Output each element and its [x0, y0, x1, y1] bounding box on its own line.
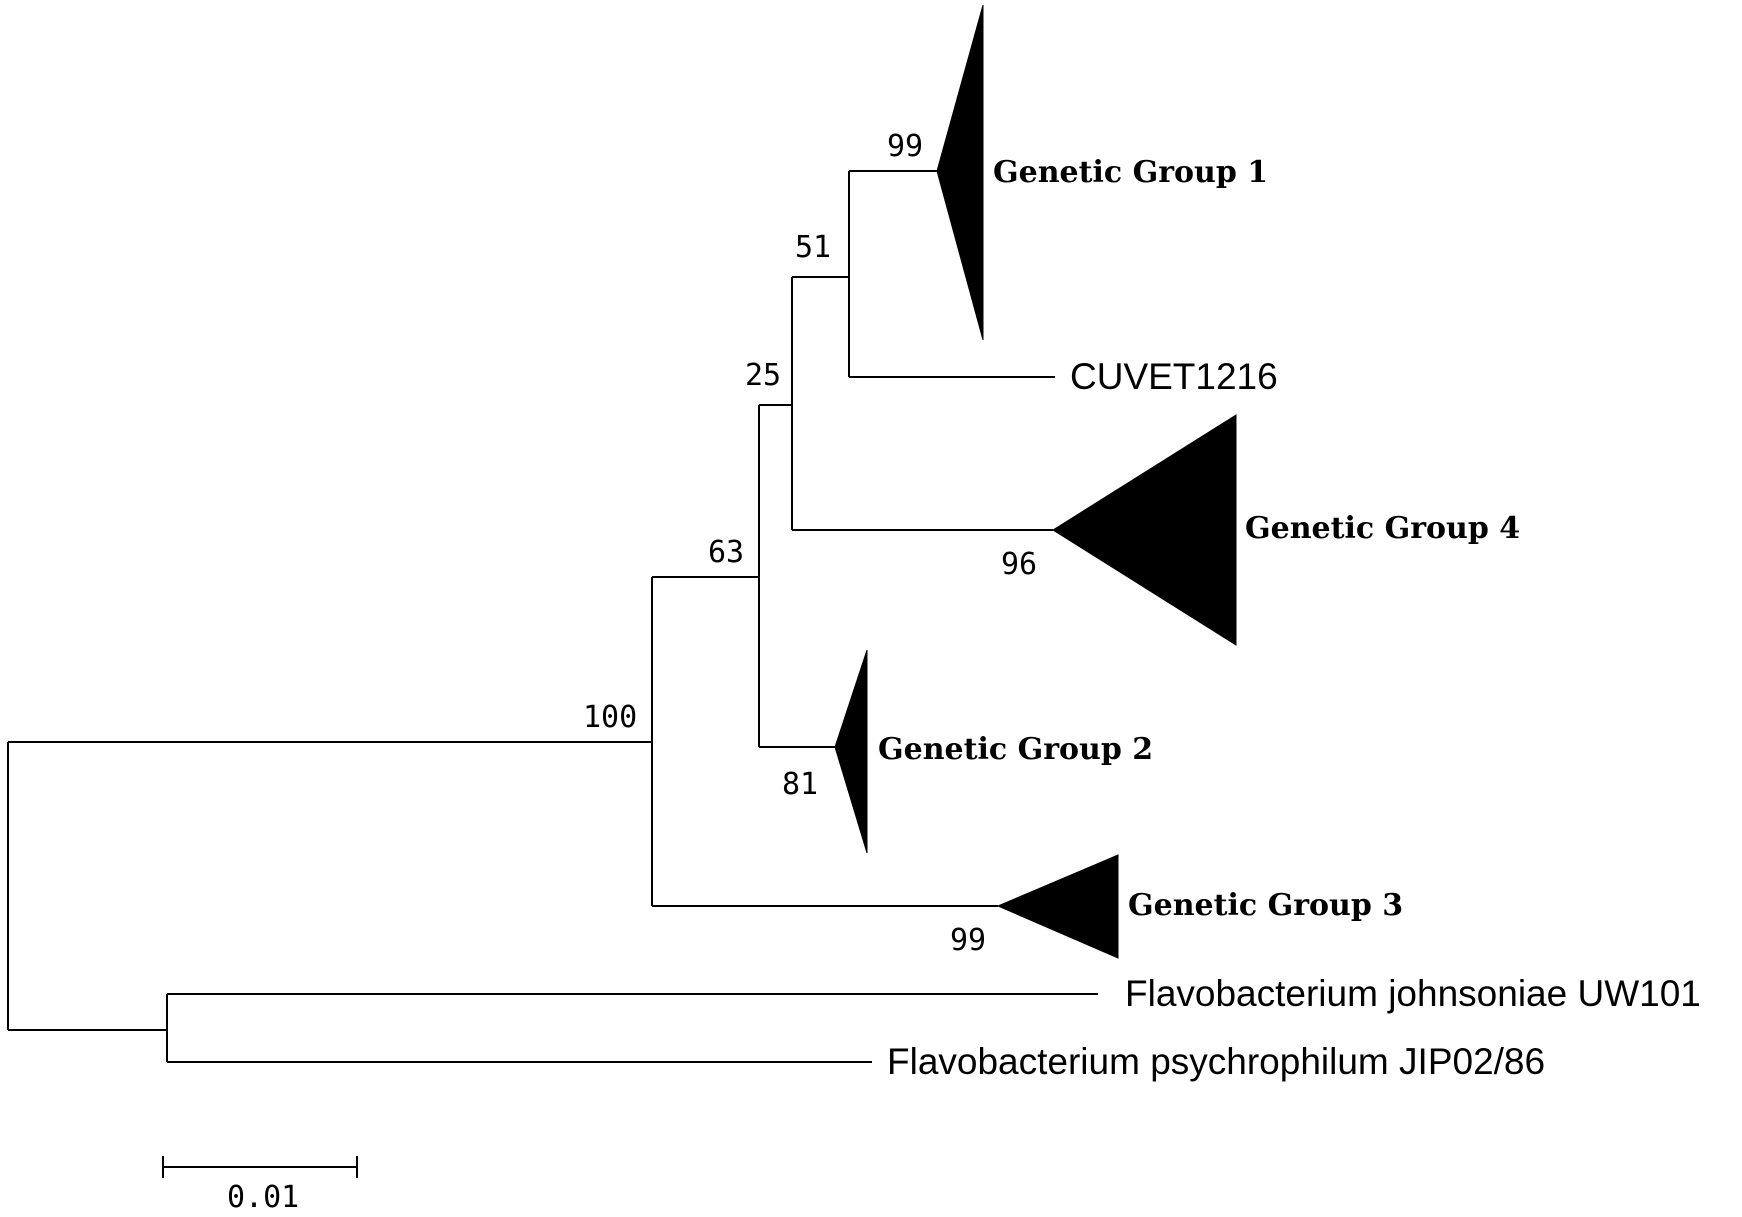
- support-group2: 81: [782, 767, 818, 802]
- label-group2: Genetic Group 2: [878, 732, 1153, 767]
- support-group3: 99: [950, 923, 986, 958]
- label-group4: Genetic Group 4: [1245, 511, 1520, 546]
- label-cuvet1216: CUVET1216: [1070, 356, 1278, 397]
- label-f-psychrophilum: Flavobacterium psychrophilum JIP02/86: [887, 1041, 1545, 1082]
- support-group4: 96: [1001, 547, 1037, 582]
- support-node100: 100: [583, 700, 637, 735]
- leaf-labels: CUVET1216 Flavobacterium johnsoniae UW10…: [887, 356, 1701, 1082]
- label-f-johnsoniae: Flavobacterium johnsoniae UW101: [1125, 973, 1701, 1014]
- scale-bar: 0.01: [162, 1156, 358, 1215]
- scale-bar-label: 0.01: [227, 1180, 299, 1215]
- tree-branches: [7, 170, 1098, 1063]
- collapsed-clades: [834, 4, 1237, 959]
- clade-triangle-group4: [1052, 414, 1237, 646]
- clade-triangle-group2: [834, 649, 868, 854]
- group-labels: Genetic Group 1 Genetic Group 4 Genetic …: [878, 155, 1520, 923]
- support-node63: 63: [708, 535, 744, 570]
- clade-triangle-group3: [996, 854, 1119, 959]
- support-group1: 99: [887, 129, 923, 164]
- support-node25: 25: [745, 358, 781, 393]
- support-values: 100 63 25 51 99 96 81 99: [583, 129, 1037, 958]
- label-group1: Genetic Group 1: [993, 155, 1268, 190]
- clade-triangle-group1: [936, 4, 984, 341]
- support-node51: 51: [795, 230, 831, 265]
- label-group3: Genetic Group 3: [1128, 888, 1403, 923]
